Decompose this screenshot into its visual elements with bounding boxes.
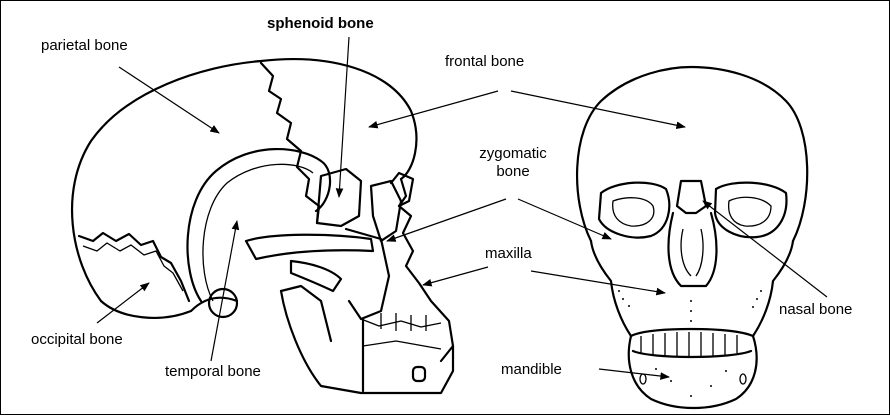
arrow-sphenoid bbox=[339, 37, 349, 197]
arrow-zygomatic-side bbox=[387, 199, 506, 241]
arrow-maxilla-front bbox=[531, 271, 665, 293]
leader-arrows bbox=[97, 37, 827, 377]
label-maxilla: maxilla bbox=[485, 245, 532, 263]
label-frontal-bone: frontal bone bbox=[445, 53, 524, 71]
front-skull bbox=[577, 67, 807, 408]
label-nasal-bone: nasal bone bbox=[779, 301, 852, 319]
label-parietal-bone: parietal bone bbox=[41, 37, 128, 55]
arrow-mandible bbox=[599, 369, 669, 377]
label-zygomatic-bone: zygomatic bone bbox=[465, 145, 561, 181]
arrow-zygomatic-front bbox=[518, 199, 611, 239]
arrow-maxilla-side bbox=[423, 267, 488, 285]
side-skull bbox=[72, 59, 453, 393]
arrow-nasal bbox=[703, 201, 827, 297]
label-temporal-bone: temporal bone bbox=[165, 363, 261, 381]
label-sphenoid-bone: sphenoid bone bbox=[267, 15, 374, 33]
arrow-frontal-front bbox=[511, 91, 685, 127]
label-mandible: mandible bbox=[501, 361, 562, 379]
label-occipital-bone: occipital bone bbox=[31, 331, 123, 349]
arrow-frontal-side bbox=[369, 91, 498, 127]
